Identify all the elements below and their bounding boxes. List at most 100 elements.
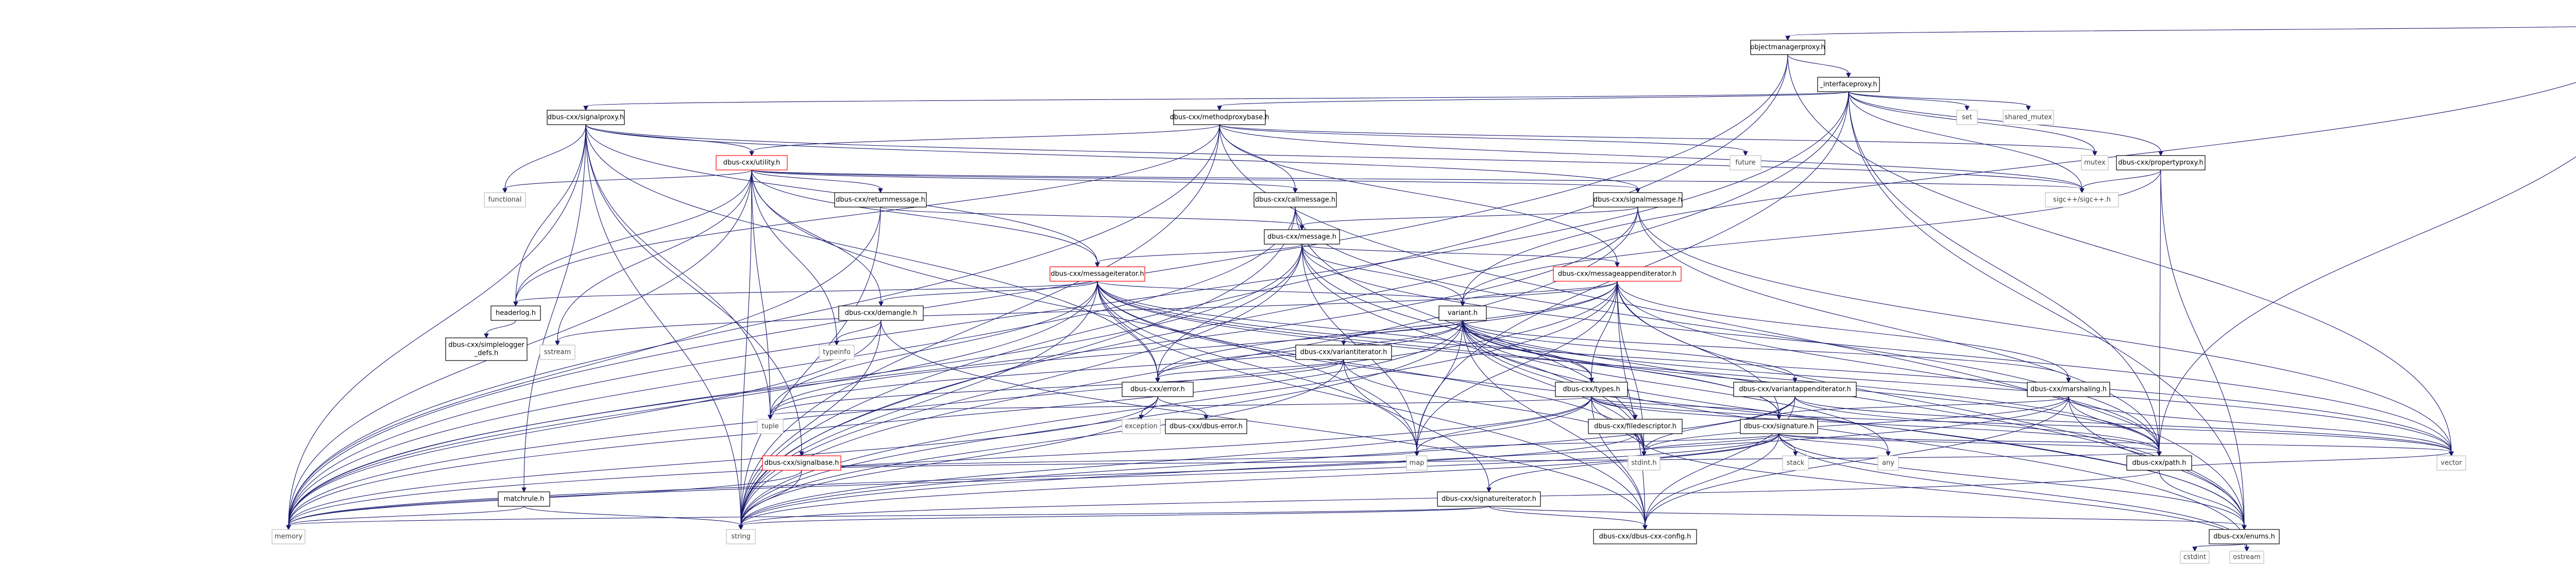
node-label: dbus-cxx/signalbase.h [765,459,839,467]
node-dbus-error-h[interactable]: dbus-cxx/dbus-error.h [1165,419,1247,434]
node-label: typeinfo [823,349,850,356]
node-signatureiterator-h[interactable]: dbus-cxx/signatureiterator.h [1437,491,1541,507]
edge-messageappenditerator_h-to-marshaling_h [1617,281,2071,383]
edge-propertyproxy_h-to-path_h [2157,169,2162,457]
edge-types_h-to-tuple [768,396,1592,420]
edge-propertyproxy_h-to-sigcpp [2079,169,2161,194]
node-enums-h[interactable]: dbus-cxx/enums.h [2209,529,2280,544]
edge-callmessage_h-to-string [738,207,1296,530]
edge-messageappenditerator_h-to-tuple [768,281,1618,420]
edge-variant_h-to-map [1414,320,1463,457]
edge-signatureiterator_h-to-memory [286,506,1489,530]
edge-callmessage_h-to-memory [286,207,1296,530]
node-signalproxy-h[interactable]: dbus-cxx/signalproxy.h [547,110,625,125]
node-variantiterator-h[interactable]: dbus-cxx/variantiterator.h [1295,345,1392,360]
edge-utility_h-to-string [738,169,752,530]
graph-nodes: objectmanagerproxy.cppobjectmanagerproxy… [272,40,2466,564]
edge-interfaceproxy_h-to-methodproxybase_h [1217,91,1849,111]
edge-returnmessage_h-to-message_h [880,207,1304,231]
edge-variant_h-to-enums_h [1462,320,2247,530]
node-label: dbus-cxx/demangle.h [845,310,917,317]
node-marshaling-h[interactable]: dbus-cxx/marshaling.h [2027,382,2110,397]
edge-filedescriptor_h-to-ostream [1635,433,2249,552]
node-typeinfo: typeinfo [819,345,855,360]
node-label: any [1882,459,1894,467]
node-demangle-h[interactable]: dbus-cxx/demangle.h [838,305,924,321]
node-label: dbus-cxx/messageiterator.h [1050,270,1144,278]
edge-signature_h-to-stdint_h [1641,433,1780,457]
node-utility-h[interactable]: dbus-cxx/utility.h [716,155,788,170]
edge-signatureiterator_h-to-dbus_cxx_config_h [1488,506,1648,530]
node-label: sstream [544,349,571,356]
node-signature-h[interactable]: dbus-cxx/signature.h [1740,419,1818,434]
edge-methodproxybase_h-to-callmessage_h [1219,124,1298,194]
node-vector: vector [2436,455,2466,471]
node-label: dbus-cxx/utility.h [723,159,781,167]
edge-messageiterator_h-to-demangle_h [878,281,1098,307]
node-label: stack [1787,459,1805,467]
edge-methodproxybase_h-to-mutex [1219,124,2097,157]
node-label: dbus-cxx/variantappenditerator.h [1739,386,1851,393]
node-message-h[interactable]: dbus-cxx/message.h [1264,229,1340,245]
node-simplelogger-h[interactable]: dbus-cxx/simplelogger_defs.h [445,337,528,361]
node-signalmessage-h[interactable]: dbus-cxx/signalmessage.h [1593,192,1683,208]
edge-objectmanagerproxy_h-to-interfaceproxy_h [1787,54,1851,78]
edge-signatureiterator_h-to-string [738,506,1489,530]
edge-signalmessage_h-to-string [738,207,1638,530]
node-label: dbus-cxx/messageappenditerator.h [1558,270,1676,278]
node-matchrule-h[interactable]: matchrule.h [498,491,550,507]
node-headerlog-h[interactable]: headerlog.h [490,305,541,321]
edge-signatureiterator_h-to-enums_h [1488,506,2247,530]
node-returnmessage-h[interactable]: dbus-cxx/returnmessage.h [834,192,927,208]
node-label: memory [275,533,303,541]
edge-enums_h-to-ostream [2244,543,2249,552]
edge-returnmessage_h-to-memory [286,207,881,530]
node-variantappenditerator-h[interactable]: dbus-cxx/variantappenditerator.h [1733,382,1857,397]
node-signalbase-h[interactable]: dbus-cxx/signalbase.h [762,455,841,471]
edge-enums_h-to-cstdint [2192,543,2245,552]
edge-messageappenditerator_h-to-variant_h [1460,281,1618,307]
edge-utility_h-to-functional [502,169,752,194]
edge-callmessage_h-to-path_h [1295,207,2162,457]
node-variant-h[interactable]: variant.h [1438,305,1487,321]
node-path-h[interactable]: dbus-cxx/path.h [2126,455,2192,471]
edge-signature_h-to-stack [1778,433,1798,457]
edge-messageiterator_h-to-memory [286,281,1098,530]
node-functional: functional [484,192,526,208]
node-dbus-cxx-config-h[interactable]: dbus-cxx/dbus-cxx-config.h [1593,529,1697,544]
edge-signature_h-to-ostream [1778,433,2249,552]
node-error-h[interactable]: dbus-cxx/error.h [1122,382,1194,397]
node-objectmanagerproxy-h[interactable]: objectmanagerproxy.h [1750,40,1825,55]
edge-propertyproxy_h-to-enums_h [2160,169,2247,530]
node-filedescriptor-h[interactable]: dbus-cxx/filedescriptor.h [1588,419,1683,434]
edge-error_h-to-dbus_error_h [1157,396,1209,420]
node-label: dbus-cxx/signatureiterator.h [1442,495,1536,503]
node-label: tuple [761,423,778,431]
edge-signalproxy_h-to-error_h [585,124,1160,383]
node-label: dbus-cxx/signalproxy.h [548,114,624,122]
node-propertyproxy-h[interactable]: dbus-cxx/propertyproxy.h [2116,155,2206,170]
node-label: functional [488,196,522,204]
edge-signalbase_h-to-path_h [801,451,2162,471]
node-label: dbus-cxx/dbus-cxx-config.h [1599,533,1691,541]
node-label: mutex [2084,159,2106,167]
node-sigcpp: sigc++/sigc++.h [2045,192,2119,208]
edge-messageiterator_h-to-variant_h [1097,281,1465,307]
node-label: dbus-cxx/signalmessage.h [1594,196,1682,204]
edge-signature_h-to-any [1778,433,1891,457]
node-methodproxybase-h[interactable]: dbus-cxx/methodproxybase.h [1170,110,1269,125]
node-label: future [1735,159,1755,167]
node-label: ostream [2233,554,2261,561]
node-label: dbus-cxx/enums.h [2213,533,2275,541]
edge-interfaceproxy_h-to-signalproxy_h [583,91,1849,111]
node-messageiterator-h[interactable]: dbus-cxx/messageiterator.h [1049,266,1145,282]
node-interfaceproxy-h[interactable]: _interfaceproxy.h [1817,77,1880,92]
node-label: dbus-cxx/variantiterator.h [1300,349,1387,356]
node-types-h[interactable]: dbus-cxx/types.h [1555,382,1628,397]
node-sstream: sstream [539,345,575,360]
edge-interfaceproxy_h-to-shared_mutex [1848,91,2031,111]
node-messageappenditerator-h[interactable]: dbus-cxx/messageappenditerator.h [1553,266,1682,282]
node-callmessage-h[interactable]: dbus-cxx/callmessage.h [1253,192,1337,208]
node-memory: memory [272,529,306,544]
